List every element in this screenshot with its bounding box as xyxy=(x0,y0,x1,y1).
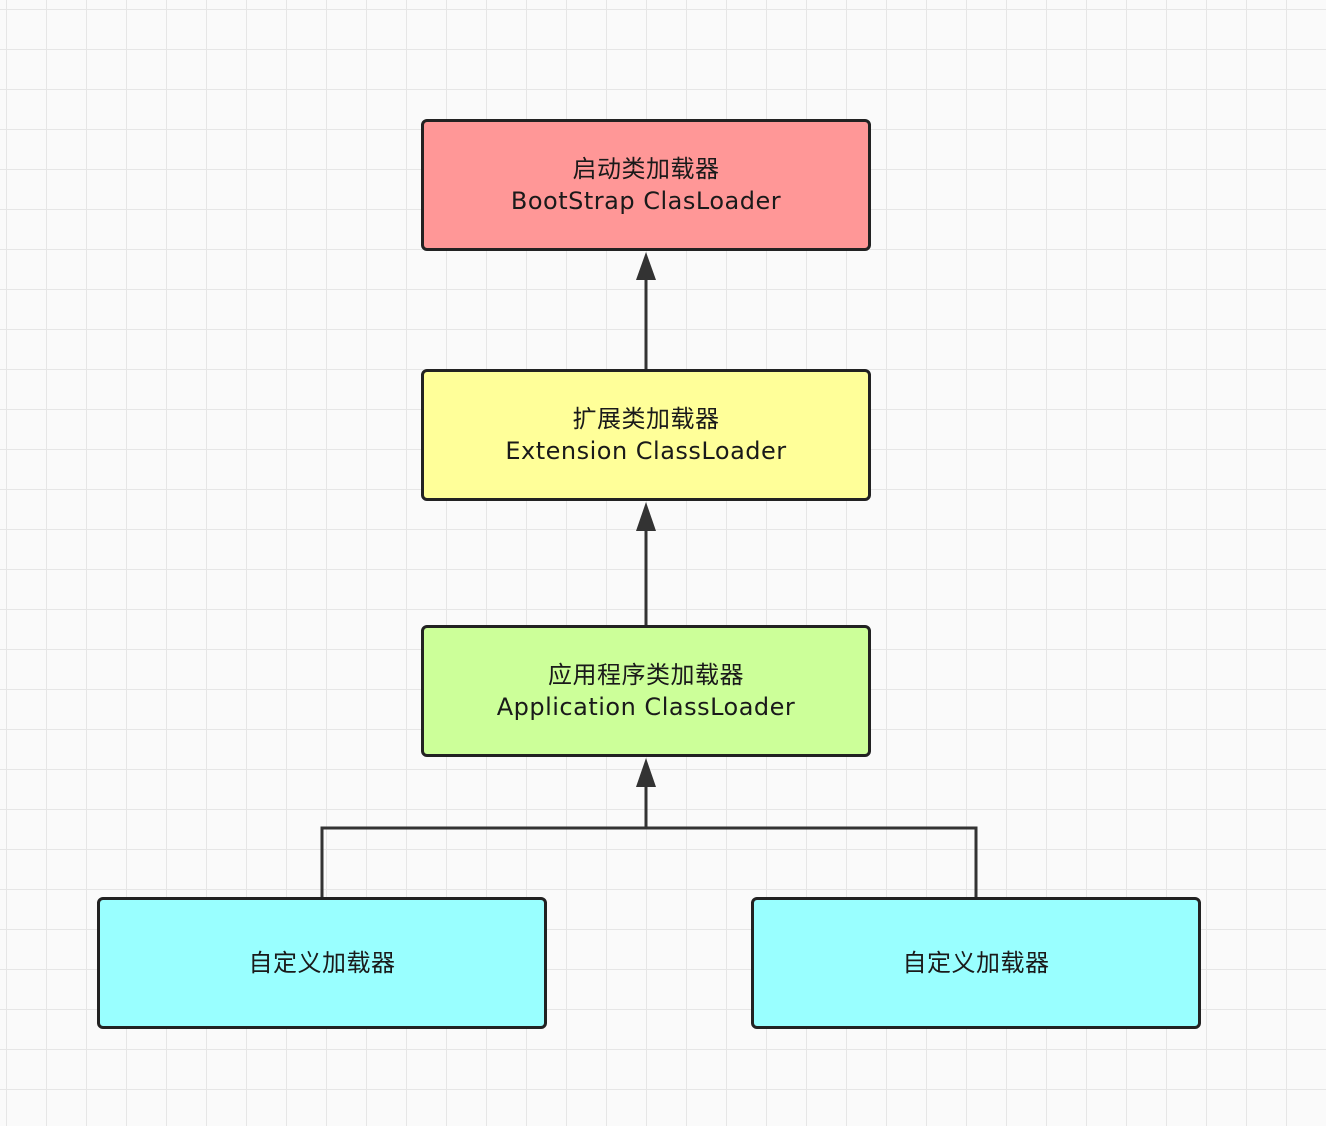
custom-right-zh-label: 自定义加载器 xyxy=(902,949,1050,977)
bootstrap-en-label: BootStrap ClasLoader xyxy=(510,187,782,215)
extension-classloader-box[interactable]: 扩展类加载器 Extension ClassLoader xyxy=(421,369,871,501)
custom-loader-box-left[interactable]: 自定义加载器 xyxy=(97,897,547,1029)
extension-en-label: Extension ClassLoader xyxy=(505,437,787,465)
extension-zh-label: 扩展类加载器 xyxy=(572,405,720,433)
arrowhead-application xyxy=(636,758,656,787)
arrowhead-bootstrap xyxy=(636,252,656,280)
custom-loader-box-right[interactable]: 自定义加载器 xyxy=(751,897,1201,1029)
application-en-label: Application ClassLoader xyxy=(496,693,796,721)
bootstrap-classloader-box[interactable]: 启动类加载器 BootStrap ClasLoader xyxy=(421,119,871,251)
custom-left-zh-label: 自定义加载器 xyxy=(248,949,396,977)
application-classloader-box[interactable]: 应用程序类加载器 Application ClassLoader xyxy=(421,625,871,757)
bootstrap-zh-label: 启动类加载器 xyxy=(572,155,720,183)
arrow-custom-right-to-application xyxy=(646,826,978,897)
arrowhead-extension xyxy=(636,502,656,531)
application-zh-label: 应用程序类加载器 xyxy=(548,661,744,689)
arrow-custom-left-to-application xyxy=(320,826,646,897)
